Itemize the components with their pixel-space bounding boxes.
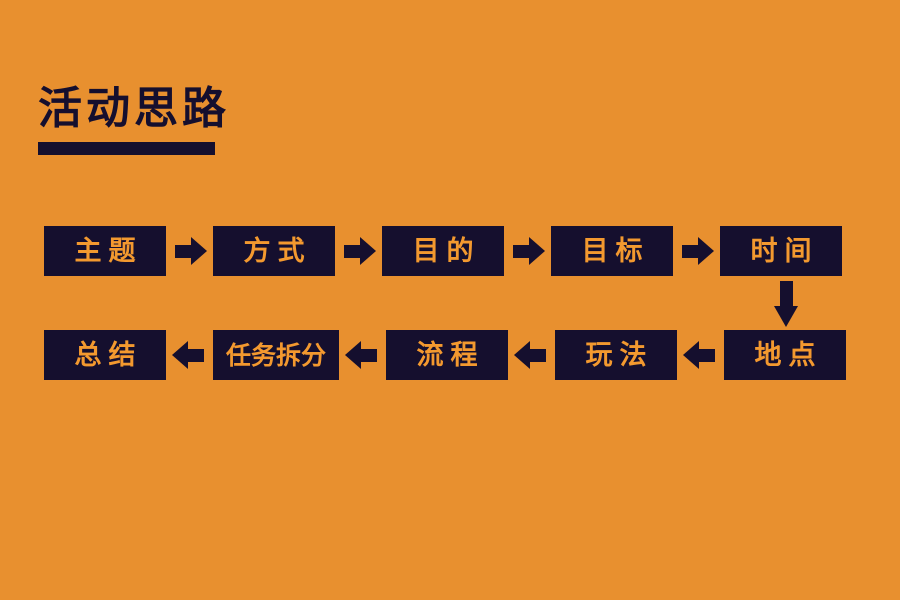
arrow-shaft: [696, 349, 715, 362]
arrow-shaft: [175, 245, 194, 258]
flow-node-label: 玩法: [585, 339, 654, 371]
arrow-head: [683, 341, 699, 369]
flow-node-fangshi[interactable]: 方式: [213, 226, 335, 276]
arrow-right-icon: [504, 226, 551, 276]
arrow-left-icon: [166, 330, 213, 380]
arrow-shaft: [682, 245, 701, 258]
flow-node-label: 方式: [243, 235, 312, 267]
flow-node-mudi[interactable]: 目的: [382, 226, 504, 276]
arrow-head: [345, 341, 361, 369]
arrow-shaft: [527, 349, 546, 362]
page-title: 活动思路: [38, 83, 230, 134]
title-underline-bar: [38, 142, 215, 155]
flow-node-mubiao[interactable]: 目标: [551, 226, 673, 276]
arrow-left-icon: [339, 330, 386, 380]
flow-node-liucheng[interactable]: 流程: [386, 330, 508, 380]
flow-node-shijian[interactable]: 时间: [720, 226, 842, 276]
arrow-left-icon: [508, 330, 555, 380]
flow-node-label: 总结: [74, 339, 143, 371]
arrow-shaft: [780, 281, 793, 308]
arrow-right-icon: [335, 226, 382, 276]
flow-node-label: 目标: [581, 235, 650, 267]
flow-node-label: 任务拆分: [225, 340, 326, 370]
arrow-head: [172, 341, 188, 369]
arrow-head: [191, 237, 207, 265]
arrow-shaft: [185, 349, 204, 362]
flow-node-label: 流程: [416, 339, 485, 371]
flow-node-label: 主题: [74, 235, 143, 267]
arrow-left-icon: [677, 330, 724, 380]
flow-node-label: 地点: [754, 339, 823, 371]
arrow-head: [529, 237, 545, 265]
flow-row-top: 主题 方式 目的 目标 时间: [44, 226, 842, 276]
arrow-right-icon: [673, 226, 720, 276]
title-block: 活动思路: [38, 86, 230, 155]
arrow-head: [698, 237, 714, 265]
arrow-head: [360, 237, 376, 265]
arrow-shaft: [358, 349, 377, 362]
flow-node-didian[interactable]: 地点: [724, 330, 846, 380]
flow-node-renwuchaifen[interactable]: 任务拆分: [213, 330, 339, 380]
arrow-head: [514, 341, 530, 369]
flow-node-zhuti[interactable]: 主题: [44, 226, 166, 276]
flow-node-wanfa[interactable]: 玩法: [555, 330, 677, 380]
flow-row-bottom: 总结 任务拆分 流程 玩法 地点: [44, 330, 846, 380]
flow-node-zongjie[interactable]: 总结: [44, 330, 166, 380]
arrow-right-icon: [166, 226, 213, 276]
arrow-shaft: [513, 245, 532, 258]
arrow-head: [774, 306, 798, 327]
flow-node-label: 时间: [750, 235, 819, 267]
flow-node-label: 目的: [412, 235, 481, 267]
arrow-down-icon: [774, 281, 798, 327]
arrow-shaft: [344, 245, 363, 258]
